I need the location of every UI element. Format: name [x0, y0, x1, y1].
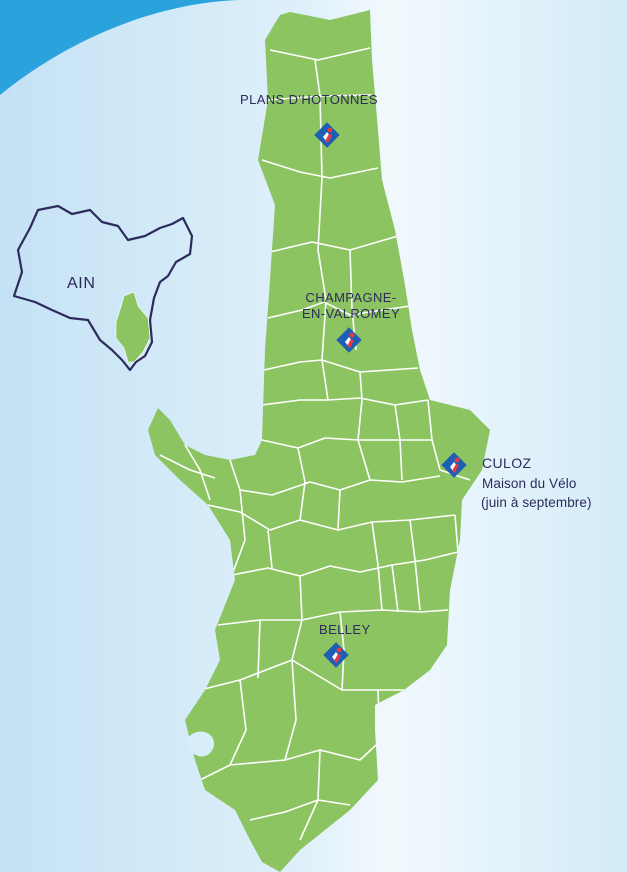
lake-bay — [187, 731, 215, 757]
culoz-detail-maison-du-velo: Maison du Vélo — [482, 476, 577, 491]
location-label-plans-dhotonnes: PLANS D'HOTONNES — [240, 92, 378, 107]
commune-borders — [159, 47, 471, 841]
champagne-line2: EN-VALROMEY — [301, 306, 401, 321]
culoz-detail-season: (juin à septembre) — [481, 495, 592, 510]
tourist-office-icon[interactable] — [323, 642, 349, 668]
ain-outline — [12, 204, 194, 372]
ain-bugey-highlight — [115, 291, 151, 363]
tourist-office-icon[interactable] — [336, 327, 362, 353]
ain-label: AIN — [67, 275, 96, 292]
ain-inset-map — [12, 204, 194, 372]
tourist-office-icon[interactable] — [441, 452, 467, 478]
location-label-culoz: CULOZ — [482, 455, 532, 471]
location-label-champagne-en-valromey: CHAMPAGNE- EN-VALROMEY — [292, 290, 410, 322]
location-label-belley: BELLEY — [319, 622, 371, 637]
decorative-swoosh — [0, 0, 240, 95]
tourist-office-icon[interactable] — [314, 122, 340, 148]
champagne-line1: CHAMPAGNE- — [305, 290, 397, 305]
